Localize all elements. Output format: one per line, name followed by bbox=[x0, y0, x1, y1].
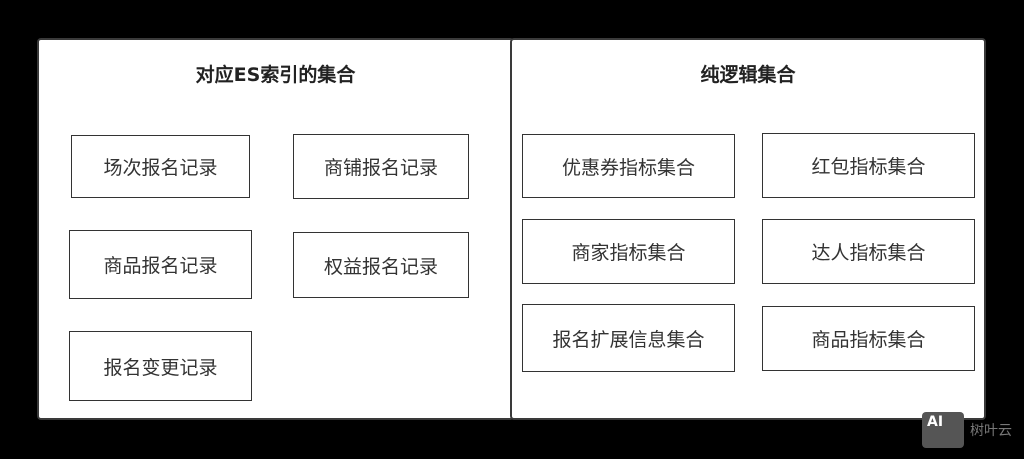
box-shop-signup-records: 商铺报名记录 bbox=[293, 134, 469, 199]
box-merchant-metrics: 商家指标集合 bbox=[522, 219, 735, 284]
box-benefit-signup-records: 权益报名记录 bbox=[293, 232, 469, 298]
watermark-text: 树叶云 bbox=[970, 423, 1012, 439]
box-influencer-metrics: 达人指标集合 bbox=[762, 219, 975, 284]
panel-title: 对应ES索引的集合 bbox=[195, 64, 356, 86]
box-signup-change-records: 报名变更记录 bbox=[69, 331, 252, 401]
panel-title: 纯逻辑集合 bbox=[700, 64, 796, 86]
watermark: AI 树叶云 bbox=[922, 412, 1012, 448]
box-product-metrics: 商品指标集合 bbox=[762, 306, 975, 371]
box-product-signup-records: 商品报名记录 bbox=[69, 230, 252, 299]
box-session-signup-records: 场次报名记录 bbox=[71, 135, 250, 198]
ai-logo-icon: AI bbox=[922, 412, 964, 448]
box-signup-extended-info: 报名扩展信息集合 bbox=[522, 304, 735, 372]
box-coupon-metrics: 优惠券指标集合 bbox=[522, 134, 735, 198]
box-red-packet-metrics: 红包指标集合 bbox=[762, 133, 975, 198]
